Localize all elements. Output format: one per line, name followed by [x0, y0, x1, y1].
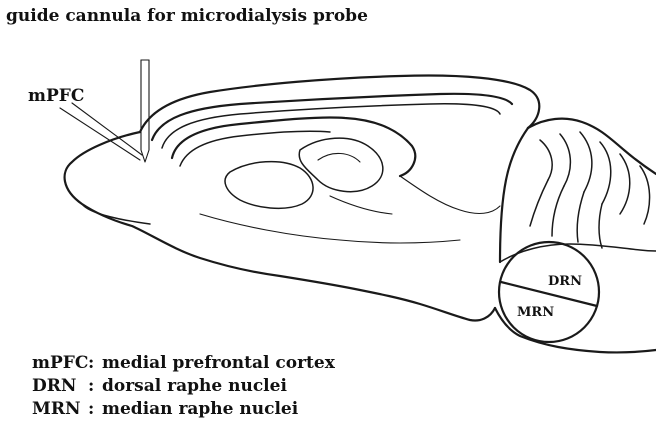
- mrn-label: MRN: [517, 305, 554, 320]
- raphe-nuclei-circle: DRN MRN: [499, 242, 599, 342]
- drn-label: DRN: [548, 274, 582, 289]
- legend-abbr: MRN: [32, 398, 88, 421]
- legend-row-mpfc: mPFC : medial prefrontal cortex: [32, 352, 362, 375]
- legend-text: dorsal raphe nuclei: [102, 375, 287, 398]
- mpfc-leader-lines: [60, 103, 142, 160]
- legend-separator: :: [88, 398, 102, 421]
- legend-text: medial prefrontal cortex: [102, 352, 335, 375]
- legend-row-drn: DRN : dorsal raphe nuclei: [32, 375, 362, 398]
- legend-abbr: mPFC: [32, 352, 88, 375]
- legend-row-mrn: MRN : median raphe nuclei: [32, 398, 362, 421]
- corpus-callosum: [152, 94, 512, 176]
- cerebellum: [500, 119, 656, 262]
- brain-outline: [65, 76, 656, 353]
- hippocampus: [200, 138, 500, 243]
- guide-cannula: [141, 60, 149, 162]
- legend-separator: :: [88, 375, 102, 398]
- abbreviation-legend: mPFC : medial prefrontal cortex DRN : do…: [32, 352, 362, 421]
- legend-abbr: DRN: [32, 375, 88, 398]
- mpfc-label: mPFC: [28, 86, 84, 106]
- legend-text: median raphe nuclei: [102, 398, 298, 421]
- legend-separator: :: [88, 352, 102, 375]
- cannula-label: guide cannula for microdialysis probe: [6, 6, 368, 26]
